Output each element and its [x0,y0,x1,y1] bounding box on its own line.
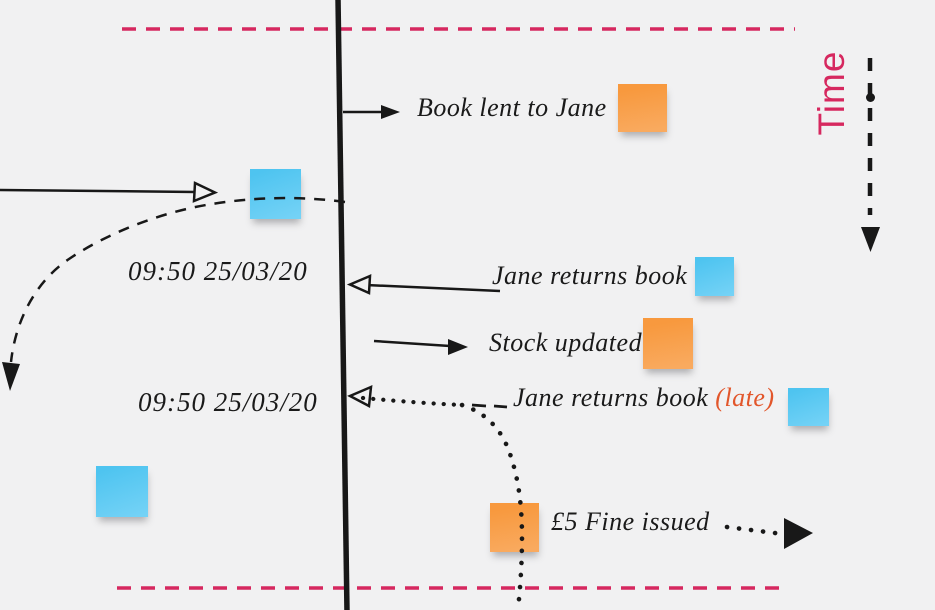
time-arrow-head-icon [861,227,880,252]
stock-updated-shaft [373,339,451,348]
label-jane-returns-late[interactable]: Jane returns book (late) [513,383,775,413]
jane-returns-shaft [365,283,501,293]
timestamp-late-return[interactable]: 09:50 25/03/20 [138,387,318,417]
timestamp-first-return[interactable]: 09:50 25/03/20 [128,256,308,286]
incoming-request-open-head-icon [192,181,219,203]
dashed-reply-curve[interactable] [2,196,346,391]
sticky-note-return-request[interactable] [250,169,301,219]
label-book-lent[interactable]: Book lent to Jane [417,93,607,122]
sticky-note-stock-updated[interactable] [643,318,693,369]
book-lent-head-icon [381,105,400,119]
dashed-reply-path [9,196,346,363]
fine-issued-dotted-arrow[interactable] [724,518,813,549]
timeline-lifeline[interactable] [335,0,350,610]
sticky-note-jane-returns[interactable] [695,257,734,296]
incoming-request-shaft [0,188,197,194]
sticky-note-fine-issued[interactable] [490,503,539,552]
time-arrow-dot [866,93,875,102]
label-jane-returns-late-text: Jane returns book [513,383,716,412]
label-fine-issued[interactable]: £5 Fine issued [551,507,710,536]
late-return-dotted-arrow[interactable] [347,385,508,409]
time-direction-arrow[interactable] [861,58,880,252]
jane-returns-open-head-icon [346,274,372,295]
dashed-reply-head-icon [2,362,20,391]
fine-dotted-curve[interactable] [459,402,525,610]
label-late-suffix: (late) [715,383,775,412]
book-lent-arrow[interactable] [343,105,400,119]
sticky-note-jane-returns-late[interactable] [788,388,829,426]
late-return-dash-tail [471,403,508,409]
incoming-request-arrow[interactable] [0,181,219,203]
jane-returns-arrow[interactable] [346,274,501,295]
fine-issued-dots [724,524,786,537]
late-return-dotted-shaft [360,395,465,408]
stock-updated-arrow[interactable] [373,339,468,355]
label-jane-returns[interactable]: Jane returns book [492,261,688,290]
fine-issued-head-icon [784,518,813,549]
label-stock-updated[interactable]: Stock updated [489,328,643,357]
sticky-note-book-lent[interactable] [618,84,667,132]
sticky-note-bottom-left[interactable] [96,466,148,517]
late-return-open-head-icon [347,385,373,408]
stock-updated-head-icon [448,339,468,355]
